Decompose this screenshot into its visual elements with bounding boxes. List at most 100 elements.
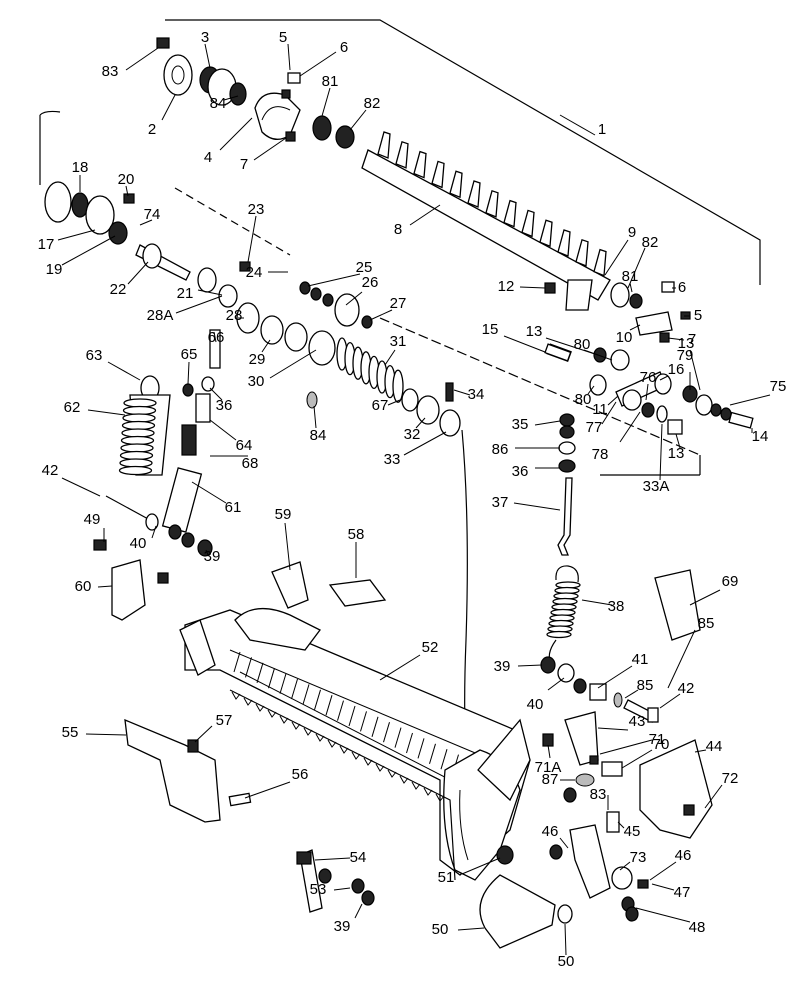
callout-15: 15: [482, 321, 546, 353]
callout-number: 85: [698, 615, 715, 632]
callout-29: 29: [249, 339, 271, 368]
leader-line: [667, 337, 685, 341]
callout-64: 64: [209, 419, 253, 454]
leader-line: [354, 903, 363, 919]
leader-line: [219, 117, 253, 151]
callout-number: 61: [225, 499, 242, 516]
callout-30: 30: [248, 349, 317, 390]
callout-87: 87: [542, 771, 575, 788]
callout-81: 81: [321, 73, 339, 117]
callout-number: 29: [249, 351, 266, 368]
callout-number: 71A: [535, 759, 562, 776]
callout-31: 31: [384, 333, 406, 366]
leader-line: [387, 399, 401, 406]
leader-line: [345, 291, 363, 306]
callout-number: 7: [688, 331, 696, 348]
callout-number: 35: [512, 416, 529, 433]
leader-line: [107, 361, 141, 381]
callout-4: 4: [204, 117, 253, 166]
leader-line: [321, 87, 331, 117]
leader-line: [461, 857, 501, 875]
callout-number: 39: [334, 918, 351, 935]
leader-line: [599, 739, 653, 755]
callout-63: 63: [86, 347, 141, 381]
callout-number: 65: [181, 346, 198, 363]
leader-line: [244, 781, 291, 799]
callout-73: 73: [619, 849, 646, 871]
leader-line: [547, 677, 565, 691]
callout-36: 36: [209, 387, 232, 414]
callout-number: 9: [628, 224, 636, 241]
callout-number: 26: [362, 274, 379, 291]
callout-12: 12: [498, 278, 546, 295]
callout-57: 57: [194, 712, 232, 743]
leader-line: [125, 47, 159, 71]
callout-65: 65: [181, 346, 198, 385]
callout-3: 3: [201, 29, 211, 69]
callout-number: 80: [575, 391, 592, 408]
callout-number: 67: [372, 397, 389, 414]
callout-number: 80: [574, 336, 591, 353]
callout-number: 53: [310, 881, 327, 898]
callout-number: 25: [356, 259, 373, 276]
callout-13: 13: [678, 335, 701, 391]
callout-36: 36: [512, 463, 560, 480]
callout-21: 21: [177, 285, 223, 302]
leader-line: [61, 235, 116, 266]
callout-39: 39: [494, 658, 543, 675]
left-shaft-group: [44, 181, 373, 352]
callout-number: 28: [226, 307, 243, 324]
leader-line: [559, 837, 569, 849]
callout-82: 82: [349, 95, 380, 131]
leader-line: [729, 394, 771, 406]
callout-number: 28A: [147, 307, 174, 324]
callout-86: 86: [492, 441, 560, 458]
callout-number: 40: [527, 696, 544, 713]
callout-number: 12: [498, 278, 515, 295]
callout-number: 64: [236, 437, 253, 454]
callout-number: 46: [542, 823, 559, 840]
callout-number: 14: [752, 428, 769, 445]
callout-number: 83: [590, 786, 607, 803]
leader-line: [604, 239, 629, 276]
callout-number: 74: [144, 206, 161, 223]
leader-line: [704, 784, 723, 809]
leader-line: [597, 727, 629, 731]
leader-line: [453, 389, 471, 396]
callout-18: 18: [72, 159, 88, 192]
leader-line: [547, 744, 551, 759]
callout-42: 42: [42, 462, 101, 497]
callout-number: 81: [322, 73, 339, 90]
callout-number: 32: [404, 426, 421, 443]
callout-13: 13: [668, 433, 685, 462]
callout-number: 19: [46, 261, 63, 278]
callout-number: 2: [148, 121, 156, 138]
callout-number: 13: [668, 445, 685, 462]
callout-28A: 28A: [147, 295, 223, 324]
callout-85: 85: [624, 677, 653, 699]
leader-line: [689, 589, 721, 606]
callout-number: 23: [248, 201, 265, 218]
callout-6: 6: [672, 279, 686, 296]
callout-number: 87: [542, 771, 559, 788]
callout-41: 41: [597, 651, 648, 689]
callout-1: 1: [559, 114, 606, 138]
right-linkage-group: [544, 279, 754, 435]
leader-line: [369, 309, 393, 321]
callout-number: 84: [310, 427, 327, 444]
callout-61: 61: [191, 481, 242, 516]
callout-80: 80: [574, 336, 613, 361]
callout-number: 11: [592, 401, 608, 418]
callout-60: 60: [75, 578, 113, 595]
callout-62: 62: [64, 399, 126, 416]
leader-line: [151, 525, 157, 539]
callout-number: 71: [649, 731, 666, 748]
callout-7: 7: [240, 137, 287, 173]
leader-line: [583, 349, 613, 361]
leader-line: [503, 335, 546, 353]
callout-number: 60: [75, 578, 92, 595]
callout-number: 69: [722, 573, 739, 590]
upper-hub-group: [156, 37, 355, 149]
leader-line: [333, 887, 351, 891]
